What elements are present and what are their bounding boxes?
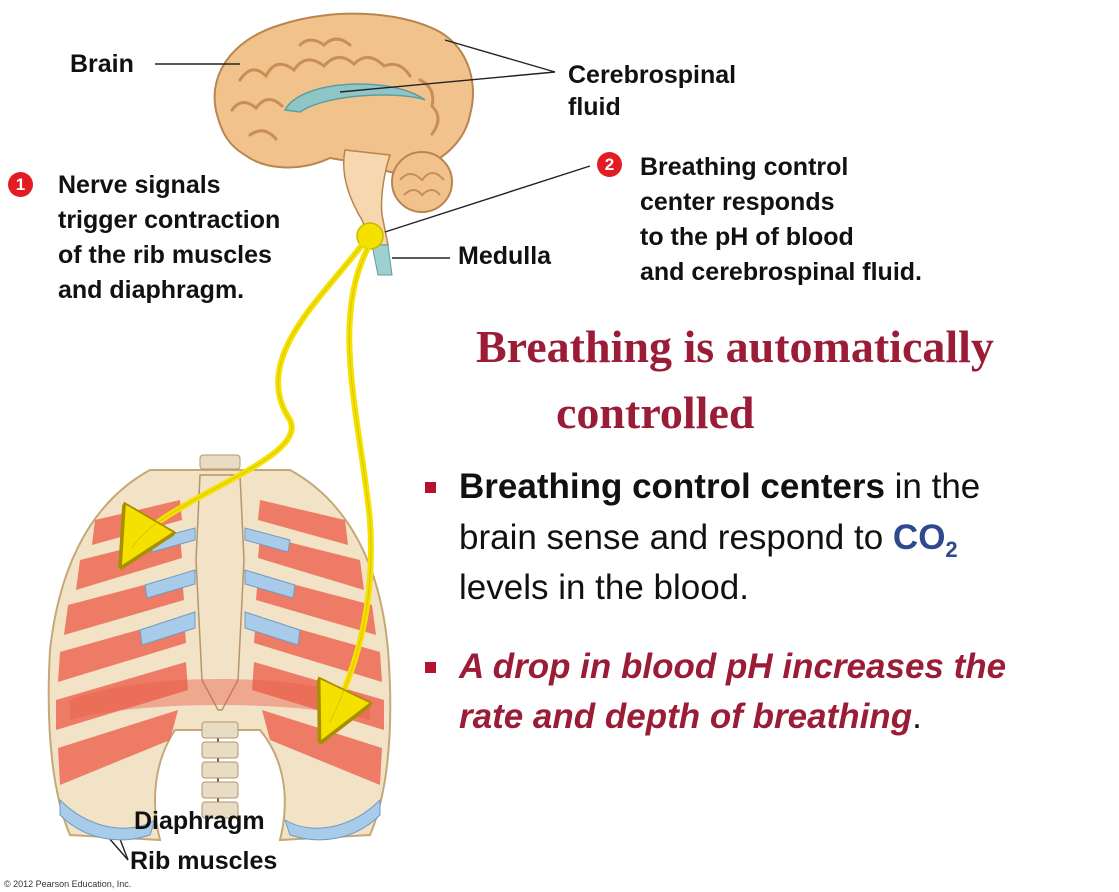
bullet-1-text-b: brain sense and respond to xyxy=(459,518,893,557)
step-1-line: and diaphragm. xyxy=(58,275,244,306)
slide-title-line1: Breathing is automatically xyxy=(476,320,994,373)
bullet-2-emphasis: rate and depth of breathing xyxy=(459,697,912,736)
slide-title-line2: controlled xyxy=(556,386,754,439)
step-2-line: Breathing control xyxy=(640,152,848,183)
csf-label-line1: Cerebrospinal xyxy=(568,60,736,91)
cerebellum xyxy=(392,152,452,212)
bullet-1-line1: Breathing control centers in the xyxy=(459,463,980,510)
csf-label-line2: fluid xyxy=(568,92,621,123)
bullet-2-line1: A drop in blood pH increases the xyxy=(459,643,1006,690)
copyright-notice: © 2012 Pearson Education, Inc. xyxy=(4,879,131,889)
step-1-line: trigger contraction xyxy=(58,205,280,236)
bullet-1-text-a: in the xyxy=(885,467,980,506)
ribcage-illustration xyxy=(49,455,391,840)
co2-formula: CO2 xyxy=(893,518,958,557)
bullet-1-bold: Breathing control centers xyxy=(459,467,885,506)
bullet-2-line2: rate and depth of breathing. xyxy=(459,693,922,740)
step-2-line: and cerebrospinal fluid. xyxy=(640,257,922,288)
bullet-1-line3: levels in the blood. xyxy=(459,564,749,611)
bullet-2-period: . xyxy=(912,697,922,736)
bullet-marker xyxy=(425,482,436,493)
diaphragm-label: Diaphragm xyxy=(134,806,265,837)
bullet-marker xyxy=(425,662,436,673)
brain-label: Brain xyxy=(70,49,134,80)
step-1-line: Nerve signals xyxy=(58,170,221,201)
step-2-badge: 2 xyxy=(597,152,622,177)
medulla-label: Medulla xyxy=(458,241,551,272)
step-2-line: to the pH of blood xyxy=(640,222,854,253)
spinal-cord xyxy=(372,245,392,275)
step-1-badge: 1 xyxy=(8,172,33,197)
step-1-line: of the rib muscles xyxy=(58,240,272,271)
rib-muscles-label: Rib muscles xyxy=(130,846,277,877)
step-2-line: center responds xyxy=(640,187,835,218)
sternum xyxy=(196,475,244,710)
